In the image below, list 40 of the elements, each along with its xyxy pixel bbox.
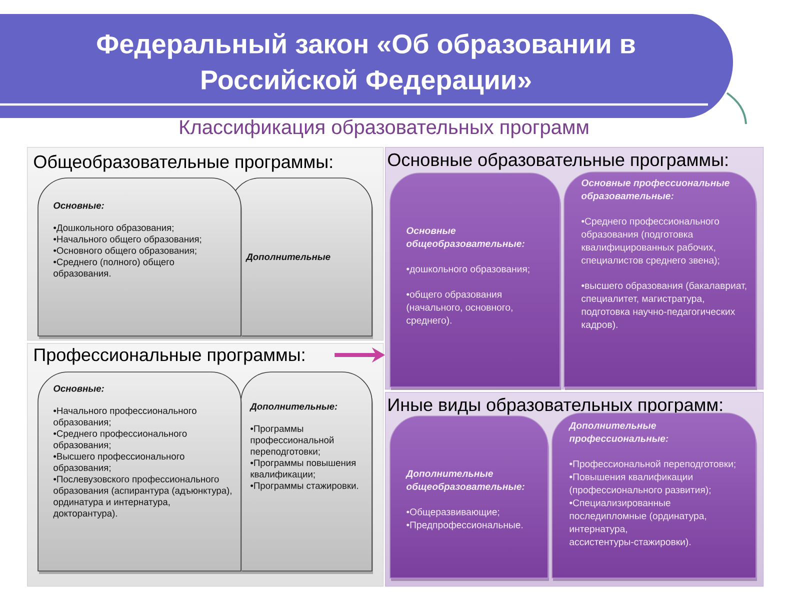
tab-heading: Основные: [54, 385, 104, 392]
tab-card [390, 416, 549, 581]
bullet-item: •Программы профессиональной переподготовки; [250, 425, 334, 457]
tab-card [240, 372, 373, 574]
title-text: Федеральный закон «Об образовании в Российской Федерации» [97, 33, 635, 95]
bullet-item: •Специализированные последипломные (ординатура, интернатура, ассистентуры-стажировки). [570, 499, 706, 548]
bullet-item: •Основного общего образования; [54, 246, 196, 256]
bullet-item: •Среднего профессионального образования; [54, 430, 187, 450]
tab-heading: Основные: [54, 202, 104, 209]
bullet-item: •Послевузовского профессионального образования (аспирантура (адъюнктура), ординатура и интернатура, докторантура). [53, 476, 232, 518]
section-heading: Иные виды образовательных программ: [388, 398, 722, 415]
subtitle: Классификация образовательных программ [180, 119, 588, 138]
bullet-item: •Профессиональной переподготовки; [570, 460, 736, 470]
bullet-item: •Дошкольного образования; [54, 224, 174, 233]
tab-heading: Дополнительные профессиональные: [568, 422, 668, 444]
bullet-item: •дошкольного образования; [406, 265, 530, 274]
section-heading: Общеобразовательные программы: [34, 154, 332, 172]
tab-heading: Основные профессиональные образовательные: [582, 179, 730, 202]
bullet-item: •Начального общего образования; [54, 236, 202, 244]
tab-heading: Дополнительные общеобразовательные: [406, 470, 524, 492]
bullet-item: •Высшего профессионального образования; [54, 452, 184, 473]
tab-card [38, 178, 242, 339]
bullet-item: •Повышения квалификации (профессионального развития); [570, 473, 710, 496]
section-heading: Основные образовательные программы: [388, 152, 728, 170]
section-heading: Профессиональные программы: [34, 348, 304, 365]
tab-heading: Дополнительные: [250, 403, 338, 412]
tab-card [564, 172, 757, 390]
bullet-item: •высшего образования (бакалавриат, специалитет, магистратура, подготовка научно-педагогических кадров). [582, 282, 746, 330]
tab-heading: Основные общеобразовательные: [406, 227, 524, 249]
bullet-item: •Среднего (полного) общего образования. [54, 258, 174, 278]
bullet-item: •Начального профессионального образования; [54, 407, 196, 428]
bullet-item: •Среднего профессионального образования (подготовка квалифицированных рабочих, специалистов среднего звена); [582, 218, 720, 266]
bullet-item: •Программы стажировки. [250, 482, 358, 491]
tab-card [38, 372, 242, 574]
tab-heading: Дополнительные [246, 254, 330, 262]
bullet-item: •Программы повышения квалификации; [250, 460, 356, 480]
bullet-item: •Предпрофессиональные. [406, 521, 523, 530]
bullet-item: •Общеразвивающие; [406, 508, 500, 518]
bullet-item: •общего образования (начального, основного, среднего). [406, 290, 512, 326]
tab-card [390, 172, 561, 390]
